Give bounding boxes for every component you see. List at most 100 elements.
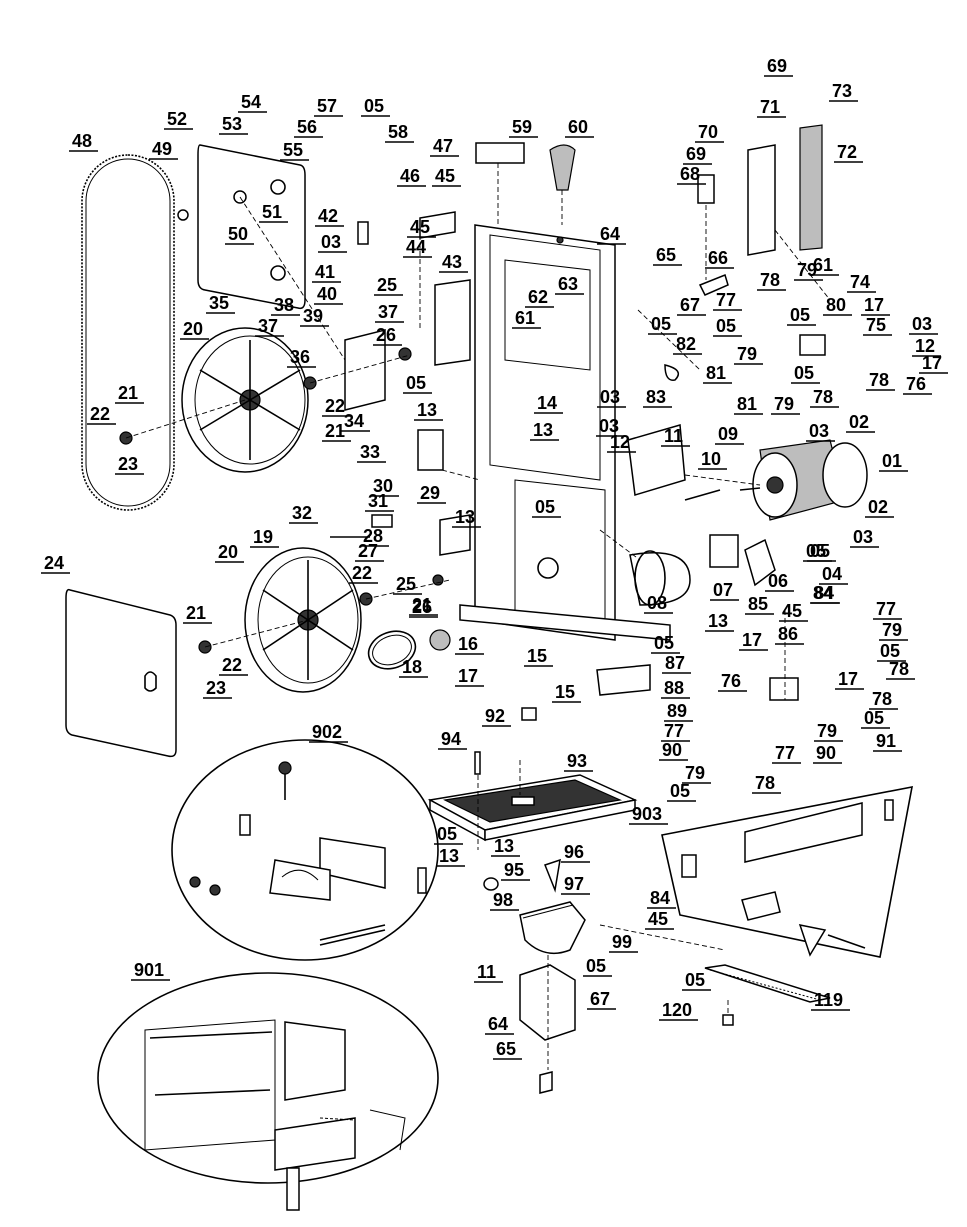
part-callout-05: 05 [790, 305, 810, 325]
part-callout-98: 98 [493, 890, 513, 910]
part-callout-61: 61 [515, 308, 535, 328]
part-callout-03: 03 [809, 421, 829, 441]
part-callout-59: 59 [512, 117, 532, 137]
part-callout-03: 03 [600, 387, 620, 407]
part-callout-01: 01 [882, 451, 902, 471]
part-callout-61: 61 [813, 255, 833, 275]
part-callout-23: 23 [206, 678, 226, 698]
lower-wheel [244, 547, 362, 693]
part-callout-13: 13 [494, 836, 514, 856]
lower-door [65, 588, 177, 758]
part-callout-45: 45 [782, 601, 802, 621]
part-callout-05: 05 [806, 541, 826, 561]
part-callout-19: 19 [253, 527, 273, 547]
part-callout-45: 45 [435, 166, 455, 186]
part-callout-22: 22 [352, 563, 372, 583]
part-callout-05: 05 [810, 541, 830, 561]
part-callout-901: 901 [134, 960, 164, 980]
part-callout-72: 72 [837, 142, 857, 162]
part-callout-21: 21 [325, 421, 345, 441]
part-callout-52: 52 [167, 109, 187, 129]
table-trunnion [519, 901, 586, 955]
blade-guard [747, 124, 823, 256]
part-callout-13: 13 [439, 846, 459, 866]
part-callout-26: 26 [376, 325, 396, 345]
part-callout-05: 05 [685, 970, 705, 990]
part-callout-120: 120 [662, 1000, 692, 1020]
part-callout-09: 09 [718, 424, 738, 444]
part-callout-21: 21 [118, 383, 138, 403]
part-callout-05: 05 [406, 373, 426, 393]
part-callout-04: 04 [822, 564, 842, 584]
part-callout-25: 25 [377, 275, 397, 295]
part-callout-58: 58 [388, 122, 408, 142]
part-callout-78: 78 [869, 370, 889, 390]
part-callout-36: 36 [290, 347, 310, 367]
part-callout-48: 48 [72, 131, 92, 151]
part-callout-79: 79 [774, 394, 794, 414]
motor [739, 439, 868, 521]
part-callout-02: 02 [849, 412, 869, 432]
part-callout-84: 84 [650, 888, 670, 908]
part-callout-05: 05 [794, 363, 814, 383]
part-callout-28: 28 [363, 526, 383, 546]
part-callout-92: 92 [485, 706, 505, 726]
part-callout-20: 20 [183, 319, 203, 339]
assembly-lines [125, 163, 831, 1070]
part-callout-119: 119 [814, 990, 843, 1010]
part-callout-63: 63 [558, 274, 578, 294]
part-callout-33: 33 [360, 442, 380, 462]
part-callout-82: 82 [676, 334, 696, 354]
inset-902-mitre-gauge [171, 739, 439, 961]
part-callout-03: 03 [599, 416, 619, 436]
small-parts [119, 142, 826, 1094]
part-callout-67: 67 [680, 295, 700, 315]
part-callout-90: 90 [662, 740, 682, 760]
part-callout-94: 94 [441, 729, 461, 749]
part-callout-77: 77 [664, 721, 684, 741]
part-callout-11: 11 [664, 426, 683, 446]
part-callout-14: 14 [537, 393, 557, 413]
part-callout-22: 22 [325, 396, 345, 416]
part-callout-77: 77 [876, 599, 896, 619]
part-callout-62: 62 [528, 287, 548, 307]
part-callout-79: 79 [882, 620, 902, 640]
part-callout-903: 903 [632, 804, 662, 824]
part-callout-42: 42 [318, 206, 338, 226]
part-callout-54: 54 [241, 92, 261, 112]
part-callout-97: 97 [564, 874, 584, 894]
part-callout-27: 27 [358, 541, 378, 561]
part-callout-12: 12 [610, 432, 630, 452]
fence-rail [704, 964, 831, 1003]
part-callout-80: 80 [826, 295, 846, 315]
part-callout-81: 81 [706, 363, 726, 383]
part-callout-23: 23 [118, 454, 138, 474]
part-callout-76: 76 [721, 671, 741, 691]
part-callout-60: 60 [568, 117, 588, 137]
part-callout-55: 55 [283, 140, 303, 160]
part-callout-77: 77 [716, 290, 736, 310]
part-callout-15: 15 [555, 682, 575, 702]
part-callout-22: 22 [222, 655, 242, 675]
part-callout-05: 05 [535, 497, 555, 517]
part-callout-18: 18 [402, 657, 422, 677]
work-table [427, 774, 638, 842]
part-callout-78: 78 [872, 689, 892, 709]
part-callout-77: 77 [775, 743, 795, 763]
part-callout-05: 05 [716, 316, 736, 336]
part-callout-37: 37 [258, 316, 278, 336]
part-callout-39: 39 [303, 306, 323, 326]
part-callout-56: 56 [297, 117, 317, 137]
part-callout-15: 15 [527, 646, 547, 666]
part-callout-24: 24 [44, 553, 64, 573]
part-callout-93: 93 [567, 751, 587, 771]
bracket [519, 964, 576, 1041]
part-callout-20: 20 [218, 542, 238, 562]
part-callout-91: 91 [876, 731, 896, 751]
part-callout-65: 65 [496, 1039, 516, 1059]
part-callout-32: 32 [292, 503, 312, 523]
part-callout-38: 38 [274, 295, 294, 315]
part-callout-79: 79 [737, 344, 757, 364]
part-callout-47: 47 [433, 136, 453, 156]
